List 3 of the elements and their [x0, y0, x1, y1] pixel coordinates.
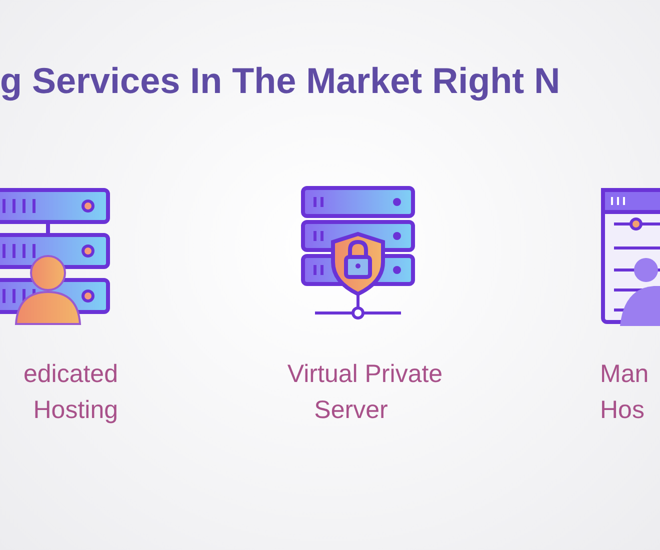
service-label: Man Hos: [600, 359, 650, 426]
service-label: edicated Hosting: [22, 359, 118, 426]
title: g Services In The Market Right N: [0, 60, 560, 102]
